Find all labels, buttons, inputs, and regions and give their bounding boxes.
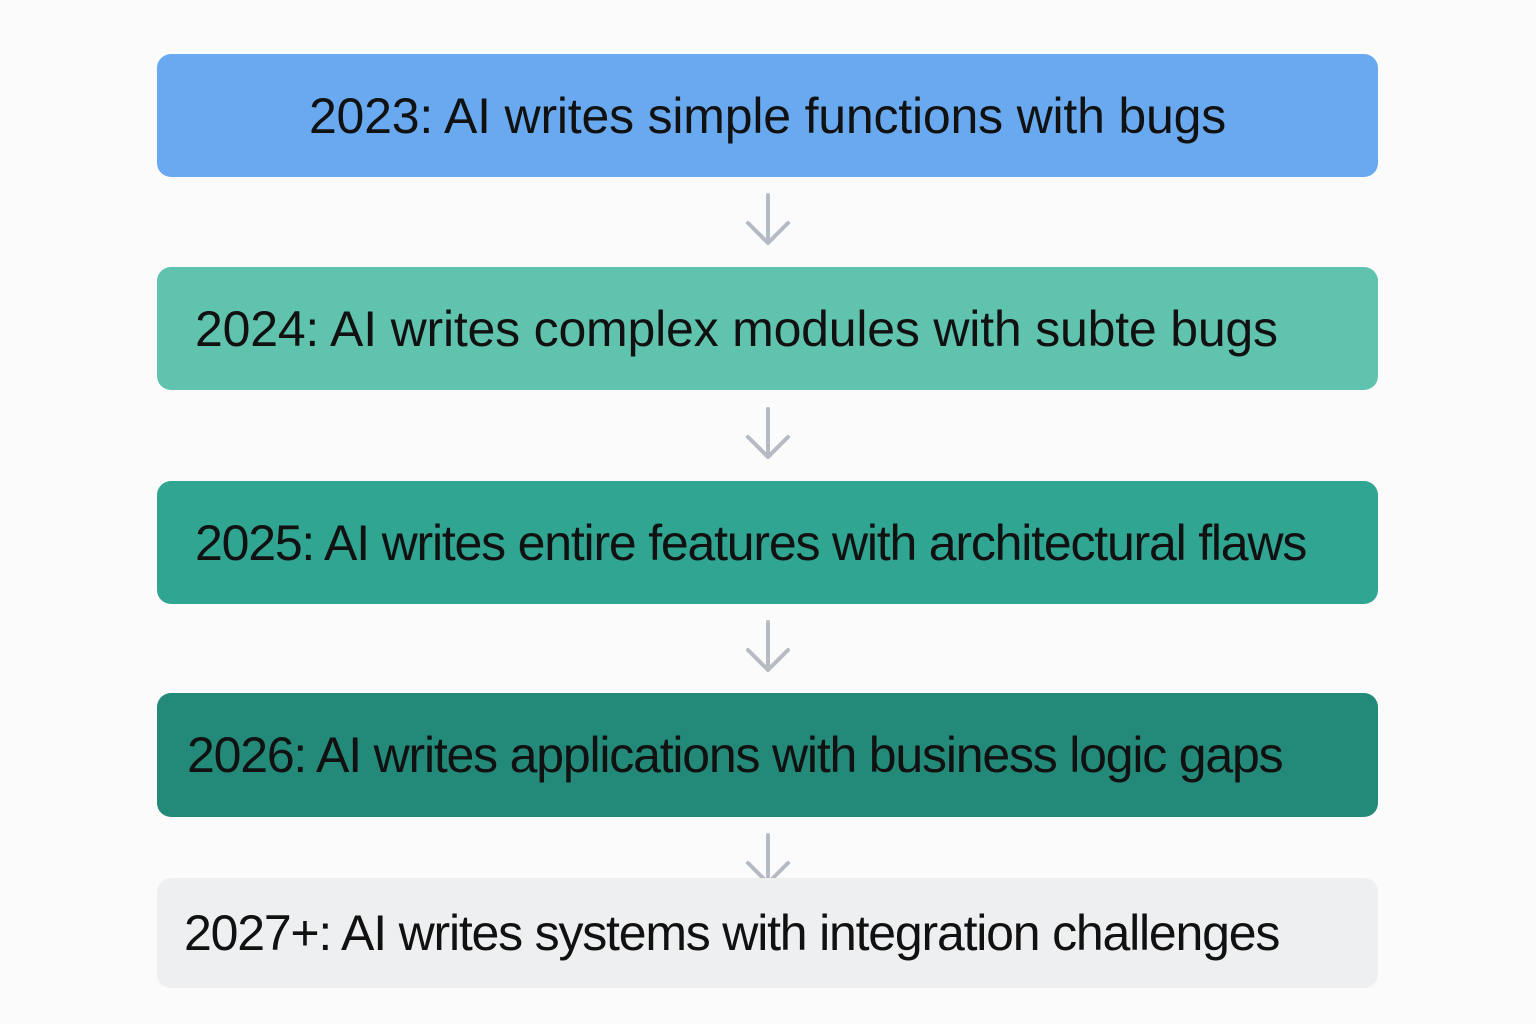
stage-label: 2027+: AI writes systems with integratio… <box>184 905 1280 961</box>
stage-2023: 2023: AI writes simple functions with bu… <box>157 54 1378 177</box>
stage-label: 2026: AI writes applications with busine… <box>187 727 1284 783</box>
stage-label: 2025: AI writes entire features with arc… <box>195 514 1307 571</box>
stage-label: 2023: AI writes simple functions with bu… <box>308 87 1227 144</box>
stage-2026: 2026: AI writes applications with busine… <box>157 693 1378 817</box>
stage-2024: 2024: AI writes complex modules with sub… <box>157 267 1378 390</box>
stage-2025: 2025: AI writes entire features with arc… <box>157 481 1378 604</box>
arrow-down-icon <box>745 406 791 462</box>
stage-2027-plus: 2027+: AI writes systems with integratio… <box>157 878 1378 988</box>
stage-label: 2024: AI writes complex modules with sub… <box>195 300 1278 357</box>
arrow-down-icon <box>745 619 791 675</box>
arrow-down-icon <box>745 192 791 248</box>
